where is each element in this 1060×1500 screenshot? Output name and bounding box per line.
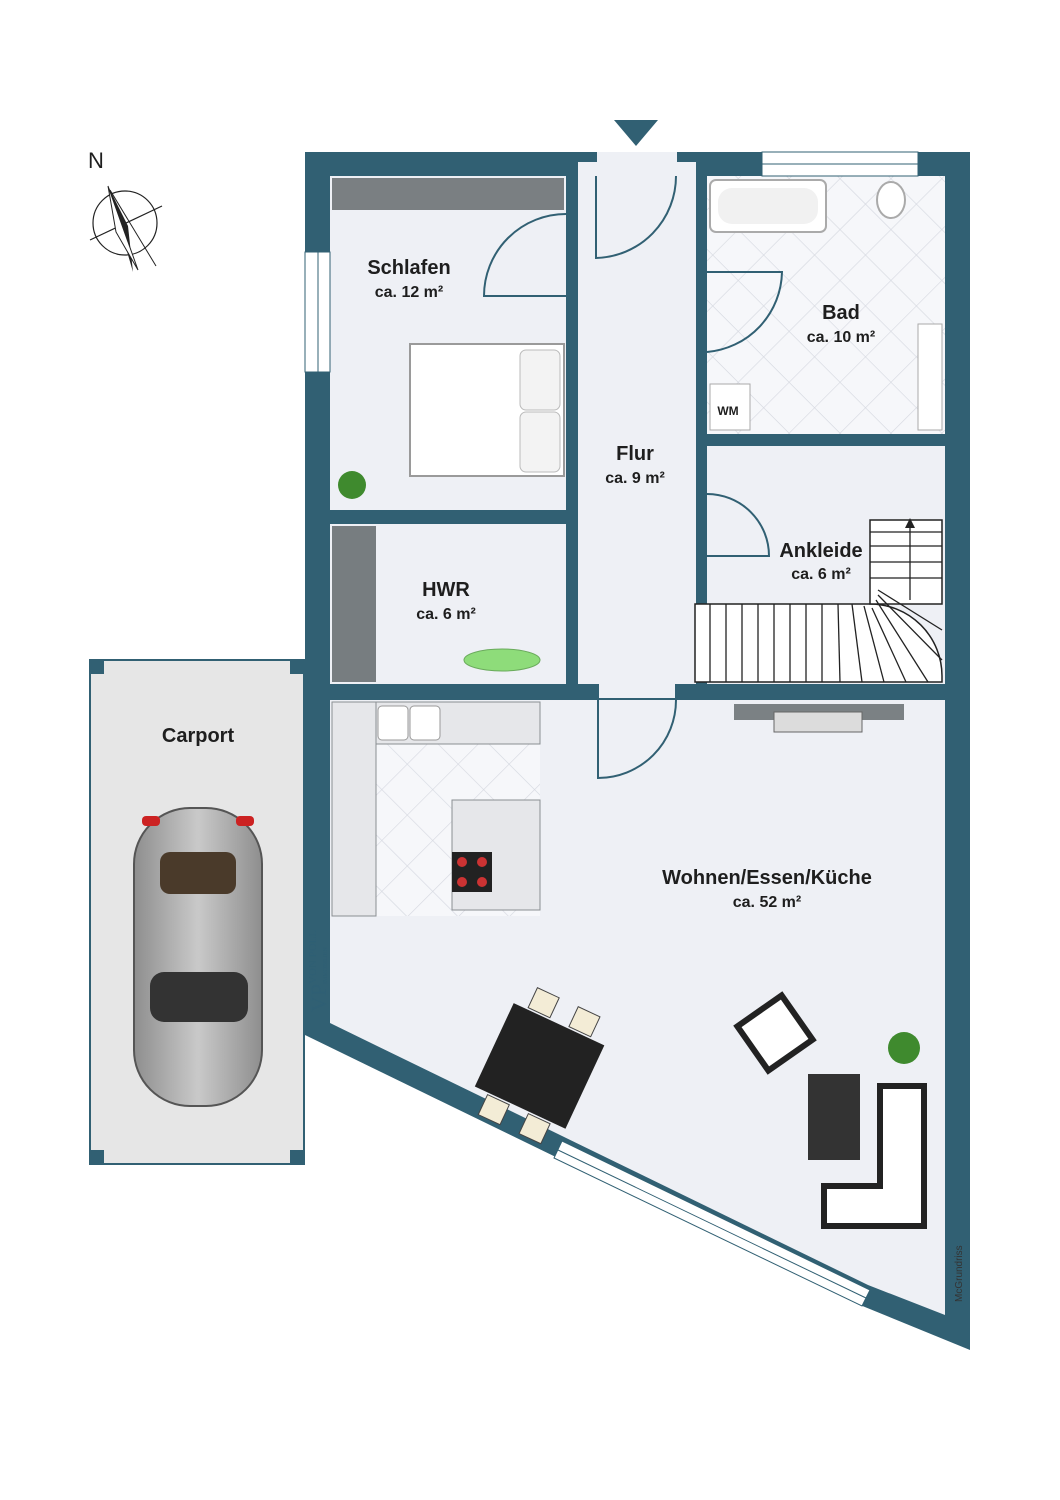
ironing-board-icon: [463, 648, 541, 672]
lounge: [733, 991, 927, 1229]
coffee-table: [808, 1074, 860, 1160]
washing-machine-icon: [709, 383, 751, 431]
room-area-schlafen: ca. 12 m²: [375, 284, 443, 301]
room-name-ankleide: Ankleide: [779, 540, 862, 562]
windows: [304, 151, 919, 1307]
sink-icon: [377, 705, 409, 741]
staircase: [694, 518, 943, 683]
room-area-wohnen: ca. 52 m²: [733, 894, 801, 911]
logo-subtitle: IMMOBILIEN: [323, 947, 329, 984]
hwr-shelf: [332, 526, 376, 682]
room-name-bad: Bad: [822, 302, 860, 324]
room-name-carport: Carport: [162, 725, 235, 747]
interior-walls: [305, 152, 945, 700]
north-label: N: [88, 148, 104, 173]
stair-arrow-icon: [905, 518, 915, 528]
bed: [409, 343, 565, 477]
tv-icon: [773, 711, 863, 733]
entrance-arrow-icon: [614, 120, 658, 146]
plant-icon-lounge: [888, 1032, 920, 1064]
toilet-icon: [876, 181, 906, 219]
plant-icon: [338, 471, 366, 499]
sofa-icon: [821, 1083, 927, 1229]
room-name-hwr: HWR: [422, 579, 470, 601]
room-name-wohnen: Wohnen/Essen/Küche: [662, 867, 872, 889]
kitchen: [331, 701, 541, 917]
doors: [482, 175, 784, 780]
wardrobe: [332, 178, 564, 210]
washing-machine-label: WM: [717, 404, 738, 418]
compass-icon: [89, 185, 163, 272]
credit-text: McGrundriss: [954, 1245, 965, 1302]
car-icon: [133, 807, 263, 1107]
room-area-bad: ca. 10 m²: [807, 329, 875, 346]
room-area-hwr: ca. 6 m²: [416, 606, 476, 623]
armchair-icon: [733, 991, 817, 1075]
room-area-flur: ca. 9 m²: [605, 470, 665, 487]
logo-name: VON POLL: [307, 930, 319, 984]
double-sink-icon: [917, 323, 943, 431]
room-name-schlafen: Schlafen: [367, 257, 450, 279]
room-area-ankleide: ca. 6 m²: [791, 566, 851, 583]
bathroom-fixtures: [709, 179, 943, 431]
logo-monogram: VP: [306, 984, 331, 1012]
cooktop-icon: [452, 852, 492, 892]
credit: McGrundriss: [954, 1245, 965, 1302]
carport: [89, 659, 305, 1165]
dining-table: [474, 987, 605, 1145]
floor-flur: [578, 162, 696, 698]
logo: VP VON POLL IMMOBILIEN: [306, 930, 331, 1012]
room-name-flur: Flur: [616, 443, 654, 465]
